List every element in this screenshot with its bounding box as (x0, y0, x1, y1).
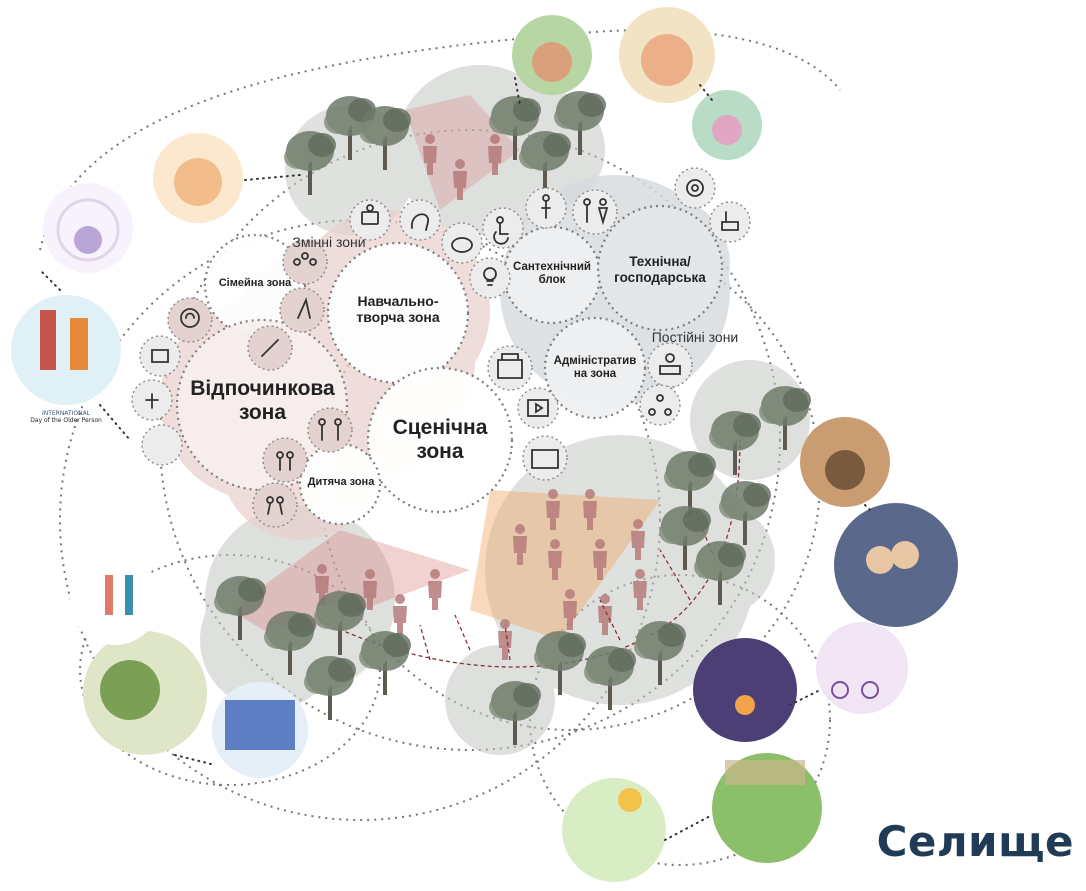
sanitary-zone-label: Сантехнічний блок (513, 261, 591, 287)
reading-icon (349, 199, 391, 241)
photo-campfire (693, 638, 797, 742)
photo-vignettes (11, 7, 958, 882)
video-icon (517, 387, 559, 429)
children-icon (307, 407, 353, 453)
family-icon (282, 239, 328, 285)
photo-cycling (816, 622, 908, 714)
poster-caption-line1: INTERNATIONAL (41, 410, 91, 417)
head-icon (167, 297, 213, 343)
permanent-zones-label: Постійні зони (651, 329, 739, 345)
theater-stage-icon (487, 345, 533, 391)
photo-dancing-seniors (11, 295, 121, 405)
rest-zone-label: Відпочинкова зона (190, 377, 335, 425)
variable-zones-label: Змінні зони (292, 234, 366, 250)
children-zone-circle (298, 442, 382, 526)
vignette-links (39, 77, 871, 841)
education-zone-label: Навчально-творча зона (356, 293, 440, 326)
stage-zone-circle (366, 366, 514, 514)
concert-icon (522, 435, 568, 481)
zone-circles (175, 204, 724, 526)
admin-zone-circle (543, 316, 647, 420)
children-zone-label: Дитяча зона (307, 476, 375, 488)
kids-play-icon (252, 482, 298, 528)
elderly-armchair-icon (139, 335, 181, 377)
photo-exercise (70, 555, 160, 645)
gears-icon (674, 167, 716, 209)
hands-icon (141, 424, 183, 466)
piggy-bank-icon (441, 222, 483, 264)
admin-zone-label: Адміністратив на зона (553, 355, 637, 381)
brand-logo-text: Селище (876, 817, 1074, 866)
icon-glyphs (145, 179, 739, 515)
kids-group-icon (262, 437, 308, 483)
office-worker-icon (647, 342, 693, 388)
wheelchair-icon (482, 207, 524, 249)
head-gear-icon (399, 199, 441, 241)
family-zone-label: Сімейна зона (218, 277, 292, 289)
poster-caption: INTERNATIONAL Day of the Older Person (26, 410, 106, 424)
photo-kids-running (562, 778, 666, 882)
org-chart-icon (639, 384, 681, 426)
stage-zone-label: Сценічна зона (392, 416, 488, 464)
lightbulb-icon (469, 257, 511, 299)
restroom-icon (572, 189, 618, 235)
poster-caption-line2: Day of the Older Person (30, 417, 102, 424)
technical-zone-label: Технічна/ господарська (614, 254, 706, 285)
technical-zone-circle (596, 204, 724, 332)
